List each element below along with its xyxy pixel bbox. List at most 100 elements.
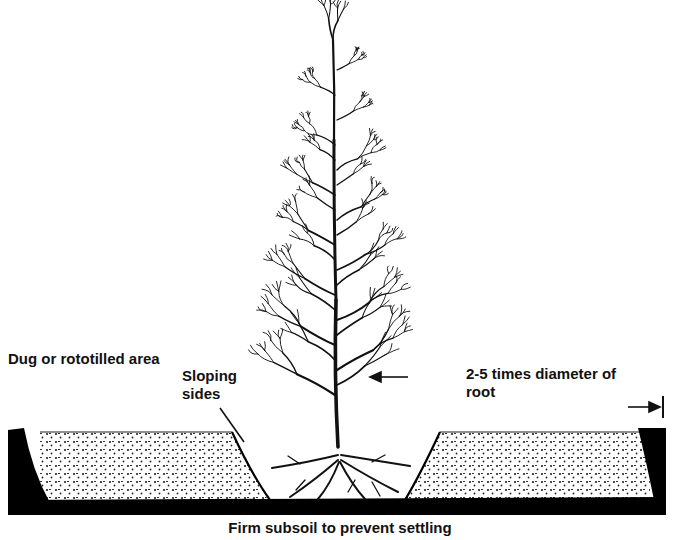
tree-branch (274, 362, 297, 374)
tree-branch (396, 277, 401, 284)
tree-branch (354, 51, 357, 56)
leader-and-arrows (220, 372, 663, 442)
tree-branch (273, 331, 280, 338)
tree-branch (404, 330, 412, 332)
tree-branch (376, 137, 377, 144)
tree-branch (308, 68, 311, 72)
tree-branch (297, 374, 335, 395)
tree-branch (337, 350, 373, 370)
tree-branch (268, 304, 279, 317)
tree-branch (311, 294, 335, 310)
tree-branch (354, 167, 364, 174)
tree-branch (312, 72, 314, 79)
tree-branch (308, 342, 335, 360)
tree-branch (297, 120, 298, 125)
tree-branch (324, 0, 326, 5)
tree-branch (358, 55, 362, 59)
tree-branch (280, 329, 283, 339)
tree-branch (306, 76, 310, 82)
tree-branch (269, 251, 273, 260)
tree-branch (367, 140, 374, 146)
tree-branch (299, 155, 303, 160)
tree-branch (363, 57, 366, 58)
tree-branch (369, 293, 388, 302)
tree-branch (304, 136, 310, 143)
tree-branch (278, 330, 280, 338)
tree-branch (385, 349, 399, 355)
tree-branch (360, 96, 364, 102)
area-label: Dug or rototilled area (8, 350, 228, 368)
tree (249, 0, 413, 447)
tree-branch (370, 186, 376, 194)
tree-branch (305, 279, 335, 296)
tree-branch (337, 207, 361, 220)
tree-branch (324, 5, 329, 18)
tree-branch (295, 194, 297, 202)
tree-branch (264, 342, 266, 351)
tree-branch (395, 274, 403, 277)
tree-branch (314, 246, 335, 260)
tree-branch (291, 313, 299, 324)
tree-branch (296, 285, 311, 294)
tree-branch (305, 169, 313, 183)
tree-branch (294, 123, 297, 128)
tree-branch (266, 284, 272, 295)
tree-branch (287, 212, 293, 222)
tree-branch (312, 67, 313, 72)
tree-branch (337, 159, 357, 170)
tree-branch (290, 165, 298, 174)
tree-branch (293, 222, 309, 231)
tree-branch (382, 191, 386, 195)
tree-branch (337, 63, 350, 70)
tree-branch (310, 185, 317, 198)
tree-branch (364, 102, 369, 107)
tree-branch (372, 177, 374, 183)
tree-branch (289, 199, 291, 206)
tree-branch (313, 183, 335, 195)
tree-branch (309, 231, 335, 245)
roots (272, 455, 410, 499)
tree-branch (310, 124, 317, 135)
tree-branch (337, 302, 369, 320)
tree-branch (295, 158, 299, 162)
tree-branch (402, 317, 409, 325)
tree-branch (393, 228, 398, 234)
tree-branch (299, 239, 314, 246)
tree-branch (298, 214, 309, 231)
tree-branch (362, 52, 364, 55)
tree-branch (377, 140, 383, 144)
tree-branch (293, 263, 305, 279)
tree-branch (315, 78, 321, 87)
tree-branch (301, 326, 335, 345)
tree-branch (297, 157, 300, 162)
tree-branch (303, 72, 306, 76)
tree-branch (321, 87, 336, 95)
tree-branch (380, 146, 385, 150)
tree-branch (378, 233, 387, 241)
tree-branch (357, 153, 371, 159)
tree-branch (279, 291, 285, 306)
tree-branch (385, 234, 393, 245)
tree-branch (381, 189, 385, 192)
tree-branch (288, 244, 291, 251)
tree-branch (288, 251, 293, 263)
tree-branch (278, 211, 282, 217)
tree-branch (354, 164, 361, 174)
tree-branch (385, 239, 398, 245)
tree-branch (265, 294, 268, 303)
tree-branch (338, 1, 341, 8)
tree-branch (308, 134, 310, 142)
tree-branch (296, 202, 298, 214)
tree-branch (317, 135, 335, 145)
tree-branch (356, 47, 359, 50)
tree-branch (364, 164, 372, 167)
tree-branch (317, 198, 335, 210)
tree-branch (283, 217, 293, 221)
tree-branch (305, 71, 306, 76)
tree-branch (361, 199, 374, 207)
tree-branch (368, 209, 375, 214)
tree-branch (387, 226, 390, 233)
tree-branch (387, 228, 393, 233)
tree-branch (282, 245, 288, 251)
